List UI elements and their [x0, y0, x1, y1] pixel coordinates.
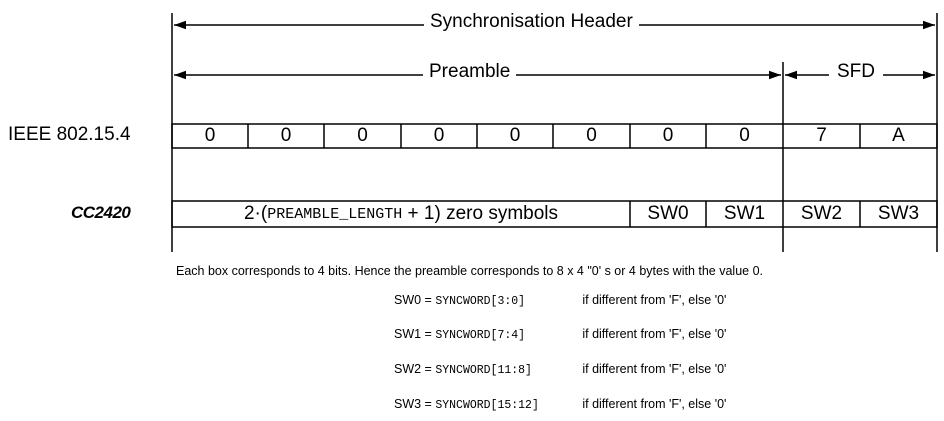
definition-name: SW1 = — [394, 327, 436, 341]
sync-header-label: Synchronisation Header — [424, 11, 639, 33]
definition-register: SYNCWORD[7:4] — [435, 329, 526, 342]
definition-name: SW0 = — [394, 293, 436, 307]
bits-note: Each box corresponds to 4 bits. Hence th… — [176, 264, 764, 278]
definition-desc: if different from 'F', else '0' — [582, 397, 727, 411]
zero-symbols-suffix: + 1) zero symbols — [402, 203, 558, 224]
sw3-cell: SW3 — [877, 203, 920, 224]
definition-desc: if different from 'F', else '0' — [582, 293, 727, 307]
definition-row: SW3 = SYNCWORD[15:12] if different from '… — [394, 397, 726, 412]
definition-name: SW2 = — [394, 362, 436, 376]
sw0-cell: SW0 — [647, 203, 689, 224]
sw1-cell: SW1 — [723, 203, 766, 224]
sw2-cell: SW2 — [800, 203, 843, 224]
cc2420-row-label: CC2420 — [71, 203, 131, 222]
ieee-cell-dividers — [247, 124, 861, 148]
cc2420-row-box — [171, 200, 938, 228]
ieee-cell: 0 — [662, 125, 674, 146]
ieee-row-box — [171, 123, 938, 149]
ieee-cell: 7 — [816, 125, 827, 146]
cc2420-cell-dividers — [629, 201, 861, 227]
sfd-label: SFD — [829, 61, 883, 83]
ieee-cell: 0 — [433, 125, 445, 146]
ieee-cell: 0 — [739, 125, 750, 146]
definition-desc: if different from 'F', else '0' — [582, 327, 727, 341]
definition-register: SYNCWORD[15:12] — [435, 399, 539, 412]
definition-register: SYNCWORD[3:0] — [435, 295, 526, 308]
definition-row: SW0 = SYNCWORD[3:0] if different from 'F'… — [394, 293, 726, 308]
ieee-cell: 0 — [280, 125, 292, 146]
ieee-cell: 0 — [357, 125, 368, 146]
zero-symbols-cell: 2·(PREAMBLE_LENGTH + 1) zero symbols — [172, 201, 630, 227]
definition-register: SYNCWORD[11:8] — [435, 364, 532, 377]
preamble-label: Preamble — [423, 61, 517, 83]
zero-symbols-prefix: 2·( — [243, 203, 268, 224]
ieee-row-label: IEEE 802.15.4 — [8, 124, 131, 145]
ieee-cell: A — [892, 125, 905, 146]
ieee-cell: 0 — [204, 125, 216, 146]
definition-desc: if different from 'F', else '0' — [582, 362, 727, 376]
definition-row: SW1 = SYNCWORD[7:4] if different from 'F'… — [394, 327, 726, 342]
ieee-cell: 0 — [586, 125, 597, 146]
ieee-cell: 0 — [509, 125, 521, 146]
definition-row: SW2 = SYNCWORD[11:8] if different from 'F… — [394, 362, 726, 377]
preamble-length-param: PREAMBLE_LENGTH — [267, 205, 403, 223]
definition-name: SW3 = — [394, 397, 436, 411]
